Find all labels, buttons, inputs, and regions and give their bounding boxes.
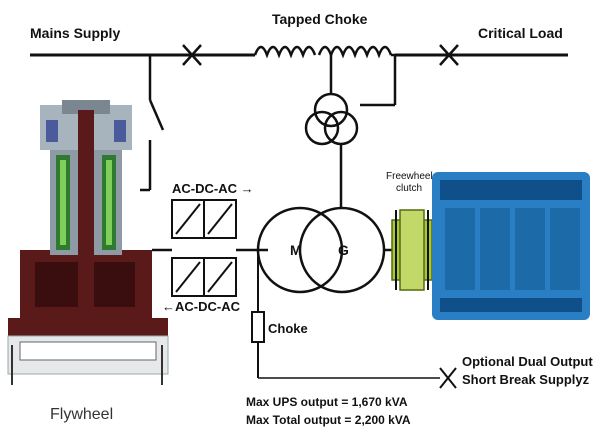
optional-breaker-icon	[439, 367, 457, 389]
critical-load-label: Critical Load	[478, 25, 563, 41]
optional-output-label-line2: Short Break Supplyz	[462, 372, 590, 387]
motor-generator	[256, 195, 392, 294]
acdcac-bottom-label: ←AC-DC-AC	[162, 299, 240, 314]
converter-block	[171, 199, 268, 297]
max-total-output: Max Total output = 2,200 kVA	[246, 413, 411, 427]
optional-output-label-line1: Optional Dual Output	[462, 354, 593, 369]
generator-label: G	[338, 242, 349, 258]
max-ups-output: Max UPS output = 1,670 kVA	[246, 395, 408, 409]
load-tap	[360, 55, 397, 107]
mains-supply-label: Mains Supply	[30, 25, 121, 41]
tapped-choke-label: Tapped Choke	[272, 11, 368, 27]
transformer-icon	[304, 92, 359, 195]
breaker-left-icon	[182, 44, 202, 66]
motor-label: M	[290, 242, 302, 258]
freewheel-clutch-label-line2: clutch	[396, 183, 423, 194]
tapped-choke-icon	[253, 45, 395, 95]
flywheel-illustration	[7, 100, 172, 385]
breaker-right-icon	[439, 44, 459, 66]
flywheel-label: Flywheel	[50, 406, 114, 423]
choke-icon	[251, 250, 440, 379]
acdcac-top-label: AC-DC-AC →	[172, 181, 254, 196]
mains-switch	[140, 55, 165, 192]
freewheel-clutch-label-line1: Freewheel	[386, 171, 433, 182]
choke-label: Choke	[268, 321, 308, 336]
diesel-engine	[432, 172, 590, 320]
freewheel-clutch	[391, 209, 433, 291]
